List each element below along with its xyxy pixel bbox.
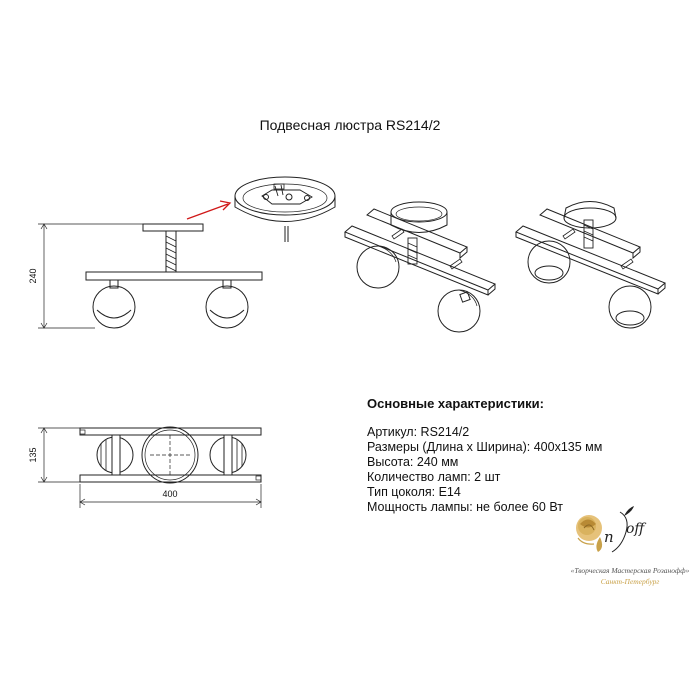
side-globe-right [205, 285, 249, 329]
depth-dimension-line [38, 427, 80, 483]
canopy-detail [234, 176, 336, 242]
brand-logo: n off [576, 506, 646, 553]
spec-row-lamp-power: Мощность лампы: не более 60 Вт [367, 500, 564, 514]
side-bar [85, 271, 263, 281]
spec-row-socket-type: Тип цоколя: E14 [367, 485, 461, 499]
isometric-view-2 [515, 201, 666, 329]
spec-row-height: Высота: 240 мм [367, 455, 459, 469]
specifications-block: Основные характеристики: Артикул: RS214/… [367, 396, 602, 515]
length-dimension-line [79, 484, 262, 508]
page-title: Подвесная люстра RS214/2 [259, 117, 441, 133]
height-dimension-label: 240 [28, 268, 38, 283]
svg-text:off: off [626, 521, 646, 537]
height-dimension-line [38, 223, 143, 329]
side-globe-left [92, 285, 136, 329]
side-canopy [142, 223, 204, 232]
svg-text:n: n [604, 528, 614, 546]
spec-row-dimensions: Размеры (Длина х Ширина): 400х135 мм [367, 440, 603, 454]
spec-row-lamp-count: Количество ламп: 2 шт [367, 470, 501, 484]
rose-icon [576, 515, 603, 552]
side-holder-right [222, 279, 232, 289]
length-dimension-label: 400 [162, 489, 177, 499]
detail-arrow [186, 200, 232, 220]
logo-city: Санкт-Петербург [600, 577, 660, 586]
side-holder-left [109, 279, 119, 289]
depth-dimension-label: 135 [28, 447, 38, 462]
logo-caption: «Творческая Мастерская Розанофф» [570, 566, 690, 575]
top-view [79, 426, 262, 484]
side-view [85, 223, 263, 329]
specifications-heading: Основные характеристики: [367, 396, 545, 411]
spec-row-article: Артикул: RS214/2 [367, 425, 470, 439]
isometric-view-1 [344, 201, 496, 333]
